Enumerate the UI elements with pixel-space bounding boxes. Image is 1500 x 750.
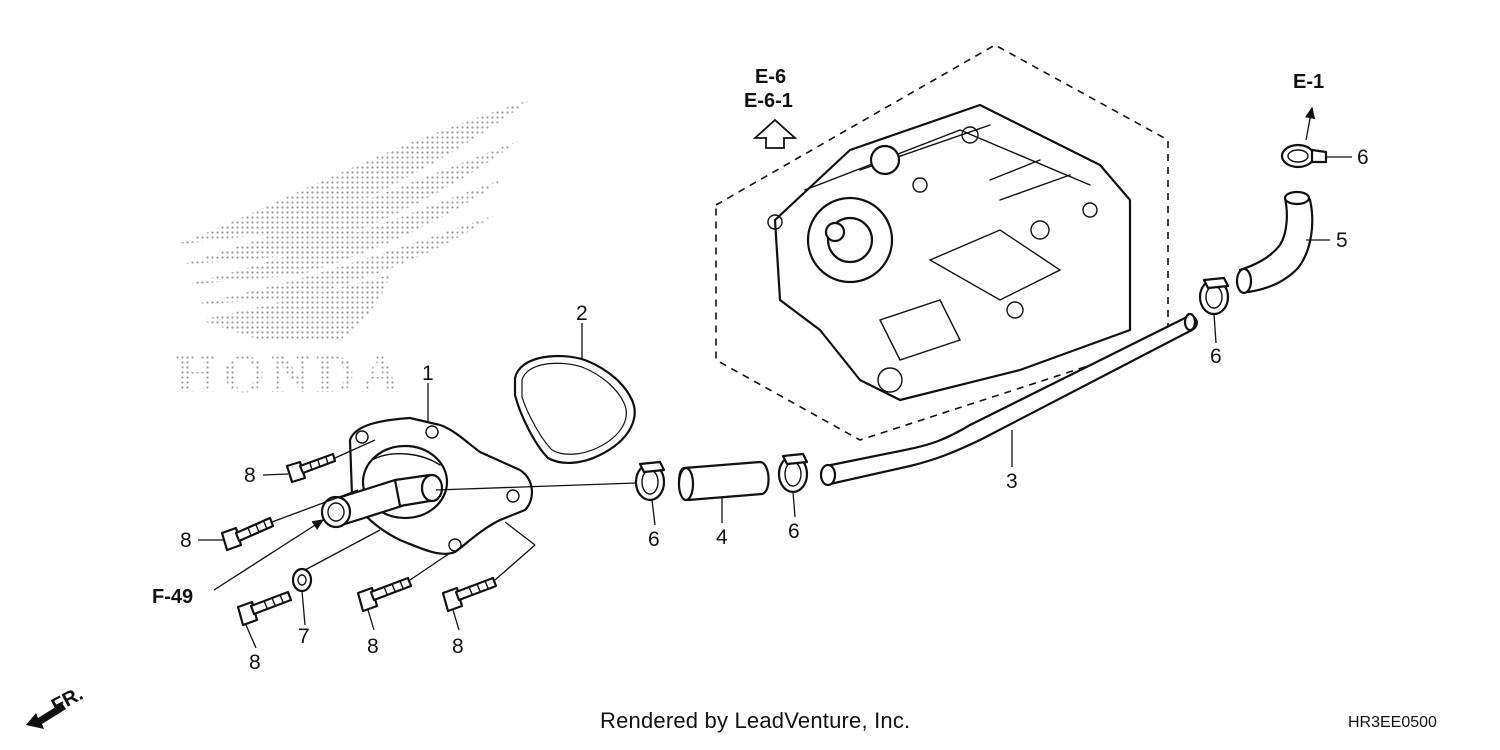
bolt-part bbox=[236, 590, 293, 627]
diagram-code: HR3EE0500 bbox=[1348, 714, 1437, 731]
callout-7: 7 bbox=[298, 625, 310, 648]
bolt-part bbox=[441, 576, 498, 613]
callout-6: 6 bbox=[648, 528, 660, 551]
up-arrow-icon bbox=[752, 118, 798, 149]
front-arrow-icon: FR. bbox=[26, 683, 87, 729]
hose-clamp-part bbox=[1280, 143, 1328, 169]
crankcase-assembly bbox=[715, 44, 1169, 441]
ref-f49: F-49 bbox=[152, 586, 193, 608]
bolt-part bbox=[285, 452, 337, 484]
callout-5: 5 bbox=[1336, 229, 1348, 252]
hose-clamp-part bbox=[777, 452, 809, 494]
callout-6: 6 bbox=[788, 520, 800, 543]
callout-1: 1 bbox=[422, 362, 434, 385]
callout-8: 8 bbox=[249, 651, 261, 674]
callout-6: 6 bbox=[1357, 146, 1369, 169]
callout-2: 2 bbox=[576, 302, 588, 325]
water-pipe-part bbox=[819, 312, 1198, 487]
bent-hose-part bbox=[1235, 190, 1314, 295]
honda-wing-logo: HONDA bbox=[175, 100, 530, 404]
ref-e61: E-6-1 bbox=[744, 90, 793, 112]
callout-6: 6 bbox=[1210, 345, 1222, 368]
hose-clamp-part bbox=[634, 460, 666, 502]
hose-clamp-part bbox=[1198, 276, 1230, 316]
callout-4: 4 bbox=[716, 526, 728, 549]
bolt-part bbox=[220, 516, 275, 552]
ref-e1: E-1 bbox=[1293, 71, 1324, 93]
bolt-part bbox=[356, 576, 413, 613]
ref-e6: E-6 bbox=[755, 66, 786, 88]
callout-8: 8 bbox=[180, 529, 192, 552]
callout-labels: 1 2 3 4 5 6 6 6 6 7 8 8 8 8 8 bbox=[180, 146, 1369, 674]
washer-part bbox=[291, 567, 313, 593]
leader-lines bbox=[198, 106, 1352, 649]
render-credit: Rendered by LeadVenture, Inc. bbox=[600, 708, 911, 733]
honda-wordmark-text: HONDA bbox=[175, 344, 406, 404]
callout-8: 8 bbox=[367, 635, 379, 658]
callout-8: 8 bbox=[244, 464, 256, 487]
short-hose-part bbox=[677, 460, 770, 502]
callout-8: 8 bbox=[452, 635, 464, 658]
callout-3: 3 bbox=[1006, 470, 1018, 493]
reference-labels: E-6 E-6-1 E-1 F-49 bbox=[152, 66, 1324, 608]
honda-wordmark: HONDA bbox=[175, 344, 406, 404]
gasket-part bbox=[513, 354, 636, 464]
water-pump-cover-part bbox=[320, 416, 533, 555]
